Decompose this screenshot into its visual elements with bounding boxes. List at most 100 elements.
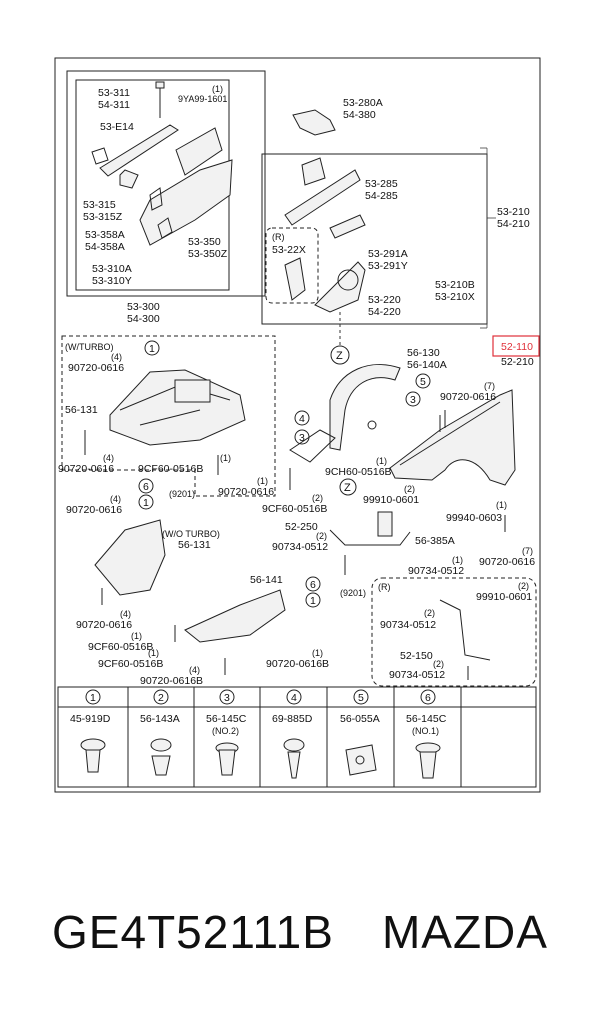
clip-icon-6 <box>415 742 441 779</box>
label-90720-h: 90720-0616B <box>140 675 203 687</box>
label-wo-turbo: (W/O TURBO) <box>162 529 220 539</box>
label-90720-f: 90720-0616 <box>479 556 535 568</box>
label-53-210b: 53-210B <box>435 279 475 291</box>
label-56-140a: 56-140A <box>407 359 447 371</box>
label-90734-d: 90734-0512 <box>389 669 445 681</box>
label-q1i: (1) <box>312 648 323 658</box>
fender-liner-drawing <box>289 364 401 463</box>
footer-brand: MAZDA <box>381 906 548 958</box>
svg-text:6: 6 <box>310 579 316 591</box>
svg-text:3: 3 <box>410 394 416 406</box>
diagram-frame <box>54 57 541 793</box>
label-54-300: 54-300 <box>127 313 160 325</box>
label-q2e: (2) <box>518 581 529 591</box>
label-53-280a: 53-280A <box>343 97 383 109</box>
legend-num-4: 4 <box>291 692 297 704</box>
label-53-22x: 53-22X <box>272 244 306 256</box>
legend-part-1: 45-919D <box>70 713 111 725</box>
label-90720-e: 90720-0616 <box>66 504 122 516</box>
label-53-285: 53-285 <box>365 178 398 190</box>
part-53-280a-drawing <box>292 109 336 136</box>
label-w-turbo: (W/TURBO) <box>65 342 114 352</box>
label-52-150: 52-150 <box>400 650 433 662</box>
legend-num-1: 1 <box>90 692 96 704</box>
box-w-turbo <box>61 335 276 497</box>
label-r-tag2: (R) <box>378 582 391 592</box>
label-q7b: (7) <box>522 546 533 556</box>
footer-part-number: GE4T52111B <box>52 906 334 958</box>
svg-text:4: 4 <box>299 413 305 425</box>
label-q2b: (2) <box>404 484 415 494</box>
label-q1e: (1) <box>496 500 507 510</box>
label-53-e14: 53-E14 <box>100 121 134 133</box>
svg-text:3: 3 <box>299 432 305 444</box>
highlight-box-52-110 <box>492 335 540 357</box>
label-52-250: 52-250 <box>285 521 318 533</box>
legend-num-3: 3 <box>224 692 230 704</box>
label-q1b: (1) <box>220 453 231 463</box>
box-53-300 <box>66 70 266 297</box>
label-53-350: 53-350 <box>188 236 221 248</box>
label-q1h: (1) <box>148 648 159 658</box>
label-54-285: 54-285 <box>365 190 398 202</box>
legend-num-6: 6 <box>425 692 431 704</box>
bracket-52-250-drawing <box>329 529 411 546</box>
label-q4e: (4) <box>189 665 200 675</box>
label-9cf60-d: 9CF60-0516B <box>98 658 163 670</box>
legend-num-2: 2 <box>158 692 164 704</box>
legend-part-5: 56-055A <box>340 713 380 725</box>
box-r-52-150 <box>371 577 537 687</box>
label-53-350z: 53-350Z <box>188 248 228 260</box>
legend-part-4: 69-885D <box>272 713 313 725</box>
label-53-291a: 53-291A <box>368 248 408 260</box>
bolts <box>84 410 506 680</box>
label-54-210: 54-210 <box>497 218 530 230</box>
legend-note-6: (NO.1) <box>412 726 439 736</box>
label-9cf60-b: 9CF60-0516B <box>262 503 327 515</box>
fastener-legend-table: 1 2 3 4 5 6 45-919D 56-143A 56-145C 69-8… <box>57 686 537 788</box>
label-90734-b: 90734-0512 <box>408 565 464 577</box>
callout-circles: 1 5 3 4 3 6 1 6 1 <box>138 340 431 608</box>
svg-text:6: 6 <box>143 481 149 493</box>
front-fender-drawing <box>389 389 516 486</box>
label-53-291y: 53-291Y <box>368 260 408 272</box>
label-q1f: (1) <box>452 555 463 565</box>
svg-text:5: 5 <box>420 376 426 388</box>
label-52-110: 52-110 <box>501 341 533 353</box>
box-r-53-22x <box>265 227 319 304</box>
label-53-358a: 53-358A <box>85 229 125 241</box>
label-54-311: 54-311 <box>98 99 130 111</box>
clip-icon-2 <box>150 738 172 776</box>
legend-part-6: 56-145C <box>406 713 447 725</box>
label-99940: 99940-0603 <box>446 512 502 524</box>
label-q1d: (1) <box>376 456 387 466</box>
clip-icon-1 <box>80 738 106 773</box>
label-90734-a: 90734-0512 <box>272 541 328 553</box>
label-9201a: (9201) <box>169 489 195 499</box>
z-marker-top <box>330 345 350 365</box>
label-9cf60-c: 9CF60-0516B <box>88 641 153 653</box>
clip-icon-3 <box>215 742 239 776</box>
apron-drawing <box>284 157 366 313</box>
label-q7a: (7) <box>484 381 495 391</box>
clip-icon-4 <box>283 738 305 779</box>
label-53-210: 53-210 <box>497 206 530 218</box>
label-54-358a: 54-358A <box>85 241 125 253</box>
label-9201b: (9201) <box>340 588 366 598</box>
label-56-385a: 56-385A <box>415 535 455 547</box>
label-56-130: 56-130 <box>407 347 440 359</box>
z-label-bottom: Z <box>344 482 351 494</box>
label-90720-d: 90720-0616 <box>440 391 496 403</box>
legend-num-5: 5 <box>358 692 364 704</box>
part-footer: GE4T52111B MAZDA <box>0 905 600 959</box>
label-56-131a: 56-131 <box>65 404 98 416</box>
label-54-220: 54-220 <box>368 306 401 318</box>
label-q2a: (2) <box>312 493 323 503</box>
label-53-210x: 53-210X <box>435 291 475 303</box>
label-53-300: 53-300 <box>127 301 160 313</box>
legend-note-3: (NO.2) <box>212 726 239 736</box>
svg-text:1: 1 <box>310 595 316 607</box>
label-53-315z: 53-315Z <box>83 211 123 223</box>
part-labels: 53-311 54-311 (1) 9YA99-1601 53-E14 53-3… <box>58 84 540 687</box>
label-99910-b: 99910-0601 <box>476 591 532 603</box>
